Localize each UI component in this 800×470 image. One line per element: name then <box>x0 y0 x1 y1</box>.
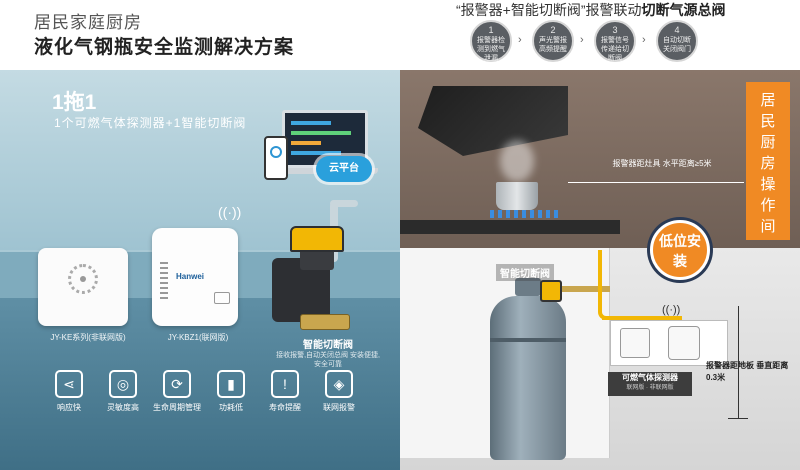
detector-online-device <box>668 326 700 360</box>
feature-label: 联网报警 <box>323 403 355 412</box>
battery-icon: ▮ <box>217 370 245 398</box>
feature-item: ▮ 功耗低 <box>204 370 258 413</box>
page-subtitle: 居民家庭厨房 <box>34 13 142 32</box>
steam-illustration <box>500 140 534 182</box>
step-2: 2 声光警报高频提醒 <box>532 20 574 62</box>
feature-list: ⋖ 响应快 ◎ 灵敏度高 ⟳ 生命周期管理 ▮ 功耗低 ! 寿命提醒 ◈ 联网报… <box>42 370 372 430</box>
gas-hose <box>598 250 606 320</box>
header: 居民家庭厨房 液化气钢瓶安全监测解决方案 “报警器+智能切断阀”报警联动切断气源… <box>0 0 800 70</box>
scene-label: 居民厨房操作间 <box>746 82 790 240</box>
vent-icon <box>160 262 168 302</box>
feature-item: ⋖ 响应快 <box>42 370 96 413</box>
pot-illustration <box>496 182 538 210</box>
low-install-badge: 低位安装 <box>650 220 710 280</box>
wifi-icon: ((·)) <box>218 204 242 220</box>
share-icon: ⋖ <box>55 370 83 398</box>
gas-pipe <box>560 286 610 292</box>
installation-panel: 居民厨房操作间 报警器距灶具 水平距离≥5米 低位安装 智能切断阀 ((·)) … <box>400 70 800 470</box>
detector-caption: 可燃气体探测器 联网版 · 非联网版 <box>608 372 692 396</box>
step-text: 自动切断关闭阀门 <box>663 37 691 53</box>
screen-bar <box>291 141 321 145</box>
led-icon <box>80 276 86 282</box>
valve-caption: 智能切断阀 <box>303 340 353 351</box>
step-number: 4 <box>674 25 680 35</box>
cloud-platform-badge: 云平台 <box>316 156 372 182</box>
feature-item: ◈ 联网报警 <box>312 370 366 413</box>
valve-subcaption: 接收报警,自动关闭总阀 安装便捷,安全可靠 <box>276 352 380 368</box>
scene-label-text: 居民厨房操作间 <box>760 92 776 235</box>
detector-offline-device <box>620 328 650 358</box>
linkage-title: “报警器+智能切断阀”报警联动切断气源总阀 <box>456 0 726 20</box>
feature-item: ◎ 灵敏度高 <box>96 370 150 413</box>
sensor-icon: ◎ <box>109 370 137 398</box>
device-button-icon <box>214 292 230 304</box>
detector-offline-device <box>38 248 128 326</box>
vertical-distance-line <box>738 306 739 418</box>
feature-label: 功耗低 <box>219 403 243 412</box>
chevron-right-icon: › <box>518 34 522 46</box>
gas-hose <box>602 316 682 320</box>
step-text: 报警信号传递给切断阀 <box>601 37 629 62</box>
valve-label: 智能切断阀 <box>496 264 554 281</box>
alert-icon: ! <box>271 370 299 398</box>
gas-cylinder-neck <box>515 278 541 296</box>
vertical-distance-label: 报警器距地板 垂直距离0.3米 <box>706 361 789 382</box>
feature-label: 灵敏度高 <box>107 403 139 412</box>
horizontal-distance-label: 报警器距灶具 水平距离≥5米 <box>612 159 712 168</box>
screen-bar <box>291 121 331 125</box>
step-number: 1 <box>488 25 494 35</box>
shutoff-valve-ring <box>300 314 350 330</box>
bundle-headline: 1拖1 <box>52 91 97 114</box>
feature-label: 生命周期管理 <box>153 403 201 412</box>
chevron-right-icon: › <box>642 34 646 46</box>
step-text: 声光警报高频提醒 <box>539 37 567 53</box>
chevron-right-icon: › <box>580 34 584 46</box>
faucet-spout <box>330 200 358 207</box>
detector-caption-sub: 联网版 · 非联网版 <box>626 385 674 391</box>
detector-offline-caption: JY-KE系列(非联网版) <box>50 333 126 342</box>
page-title: 液化气钢瓶安全监测解决方案 <box>34 37 295 58</box>
horizontal-distance-line <box>568 182 744 183</box>
screen-bar <box>291 151 341 155</box>
step-3: 3 报警信号传递给切断阀 <box>594 20 636 62</box>
shutoff-valve-cap <box>290 226 344 252</box>
bundle-description: 1个可燃气体探测器+1智能切断阀 <box>54 116 247 130</box>
step-number: 3 <box>612 25 618 35</box>
phone-icon <box>264 136 288 180</box>
product-panel: 1拖1 1个可燃气体探测器+1智能切断阀 云平台 ((·)) Hanwei JY… <box>0 70 400 470</box>
detector-caption-title: 可燃气体探测器 <box>622 373 678 382</box>
step-text: 报警器检测到燃气泄漏 <box>477 37 505 62</box>
phone-chart-icon <box>270 146 282 158</box>
shutoff-valve-icon <box>540 280 562 302</box>
stove-counter <box>400 220 620 234</box>
shutoff-valve-knob <box>300 248 334 270</box>
screen-bar <box>291 131 351 135</box>
feature-label: 寿命提醒 <box>269 403 301 412</box>
linkage-title-bold: 切断气源总阀 <box>641 2 726 18</box>
gas-cylinder-band <box>490 338 566 342</box>
wifi-icon: ((·)) <box>662 304 681 316</box>
lifecycle-icon: ⟳ <box>163 370 191 398</box>
gas-cylinder-illustration <box>490 296 566 460</box>
linkage-title-prefix: “报警器+智能切断阀”报警联动 <box>456 2 642 18</box>
step-1: 1 报警器检测到燃气泄漏 <box>470 20 512 62</box>
feature-label: 响应快 <box>57 403 81 412</box>
process-steps: 1 报警器检测到燃气泄漏 › 2 声光警报高频提醒 › 3 报警信号传递给切断阀… <box>470 20 760 62</box>
network-icon: ◈ <box>325 370 353 398</box>
speaker-grill-icon <box>68 264 98 294</box>
device-brand: Hanwei <box>176 272 205 281</box>
burner-flame-icon <box>490 210 560 218</box>
step-number: 2 <box>550 25 556 35</box>
floor-marker-line <box>728 418 748 419</box>
detector-online-device: Hanwei <box>152 228 238 326</box>
step-4: 4 自动切断关闭阀门 <box>656 20 698 62</box>
detector-online-caption: JY-KBZ1(联网版) <box>167 333 229 342</box>
feature-item: ⟳ 生命周期管理 <box>150 370 204 413</box>
feature-item: ! 寿命提醒 <box>258 370 312 413</box>
